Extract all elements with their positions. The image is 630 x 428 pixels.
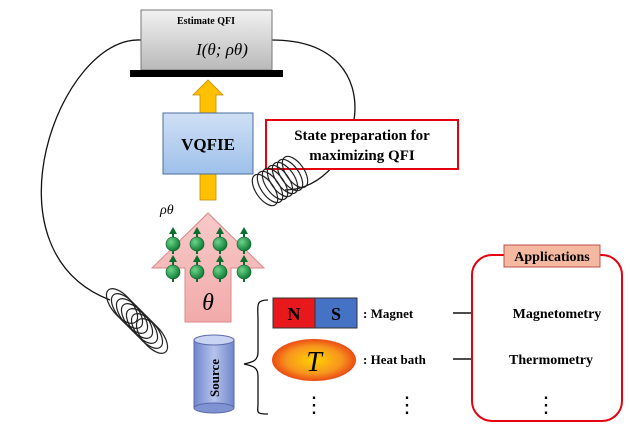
- coil-right: [251, 155, 309, 207]
- spin-array: [165, 227, 252, 282]
- magnet: N S : Magnet: [272, 297, 414, 329]
- spin: [212, 255, 228, 282]
- upward-arrows: [192, 79, 224, 201]
- spin: [165, 255, 181, 282]
- source-cylinder: Source: [193, 334, 235, 414]
- applications-panel: Applications Magnetometry Thermometry ⋮: [471, 244, 623, 422]
- spin: [165, 227, 181, 254]
- estimate-qfi-title: Estimate QFI: [177, 16, 235, 27]
- state-prep-line1: State preparation for: [294, 128, 430, 144]
- applications-tab: [503, 244, 601, 268]
- spin: [189, 255, 205, 282]
- source-label: Source: [207, 359, 222, 397]
- arrow-state-to-vqfie: [199, 173, 217, 201]
- source-brace: [243, 299, 269, 415]
- arrow-vqfie-to-estimator: [192, 79, 224, 114]
- theta-label: θ: [202, 290, 214, 316]
- heat-bath-icon: [272, 339, 356, 381]
- state-arrow: θ: [150, 212, 266, 323]
- magnet-south: [314, 297, 358, 329]
- spin: [236, 255, 252, 282]
- heat-bath: T : Heat bath: [272, 339, 427, 381]
- vqfie-box: VQFIE: [162, 112, 254, 175]
- state-prep-line2: maximizing QFI: [309, 148, 415, 164]
- applications-title: Applications: [514, 250, 590, 265]
- estimate-qfi-box: Estimate QFI I(θ; ρθ): [130, 9, 283, 77]
- magnet-north: [272, 297, 316, 329]
- left-feedback-wire: [40, 39, 142, 301]
- magnet-s-label: S: [331, 304, 341, 324]
- heat-bath-label: : Heat bath: [363, 352, 427, 367]
- vqfie-label: VQFIE: [181, 135, 235, 154]
- magnet-label: : Magnet: [363, 306, 414, 321]
- spin: [212, 227, 228, 254]
- application-thermometry: Thermometry: [509, 353, 593, 368]
- heat-bath-symbol: T: [306, 347, 324, 378]
- spin: [236, 227, 252, 254]
- source-more-ellipsis-1: ⋮: [303, 392, 325, 417]
- applications-more-ellipsis: ⋮: [535, 392, 557, 417]
- coil-left: [105, 288, 169, 354]
- spin: [189, 227, 205, 254]
- source-more-ellipsis-2: ⋮: [396, 392, 418, 417]
- application-magnetometry: Magnetometry: [513, 307, 602, 322]
- magnet-n-label: N: [288, 304, 301, 324]
- state-preparation-box: State preparation for maximizing QFI: [265, 119, 459, 170]
- rho-label: ρθ: [159, 203, 174, 218]
- right-feedback-wire: [271, 39, 356, 191]
- feedback-loop: [40, 39, 356, 301]
- qfi-formula: I(θ; ρθ): [195, 40, 248, 59]
